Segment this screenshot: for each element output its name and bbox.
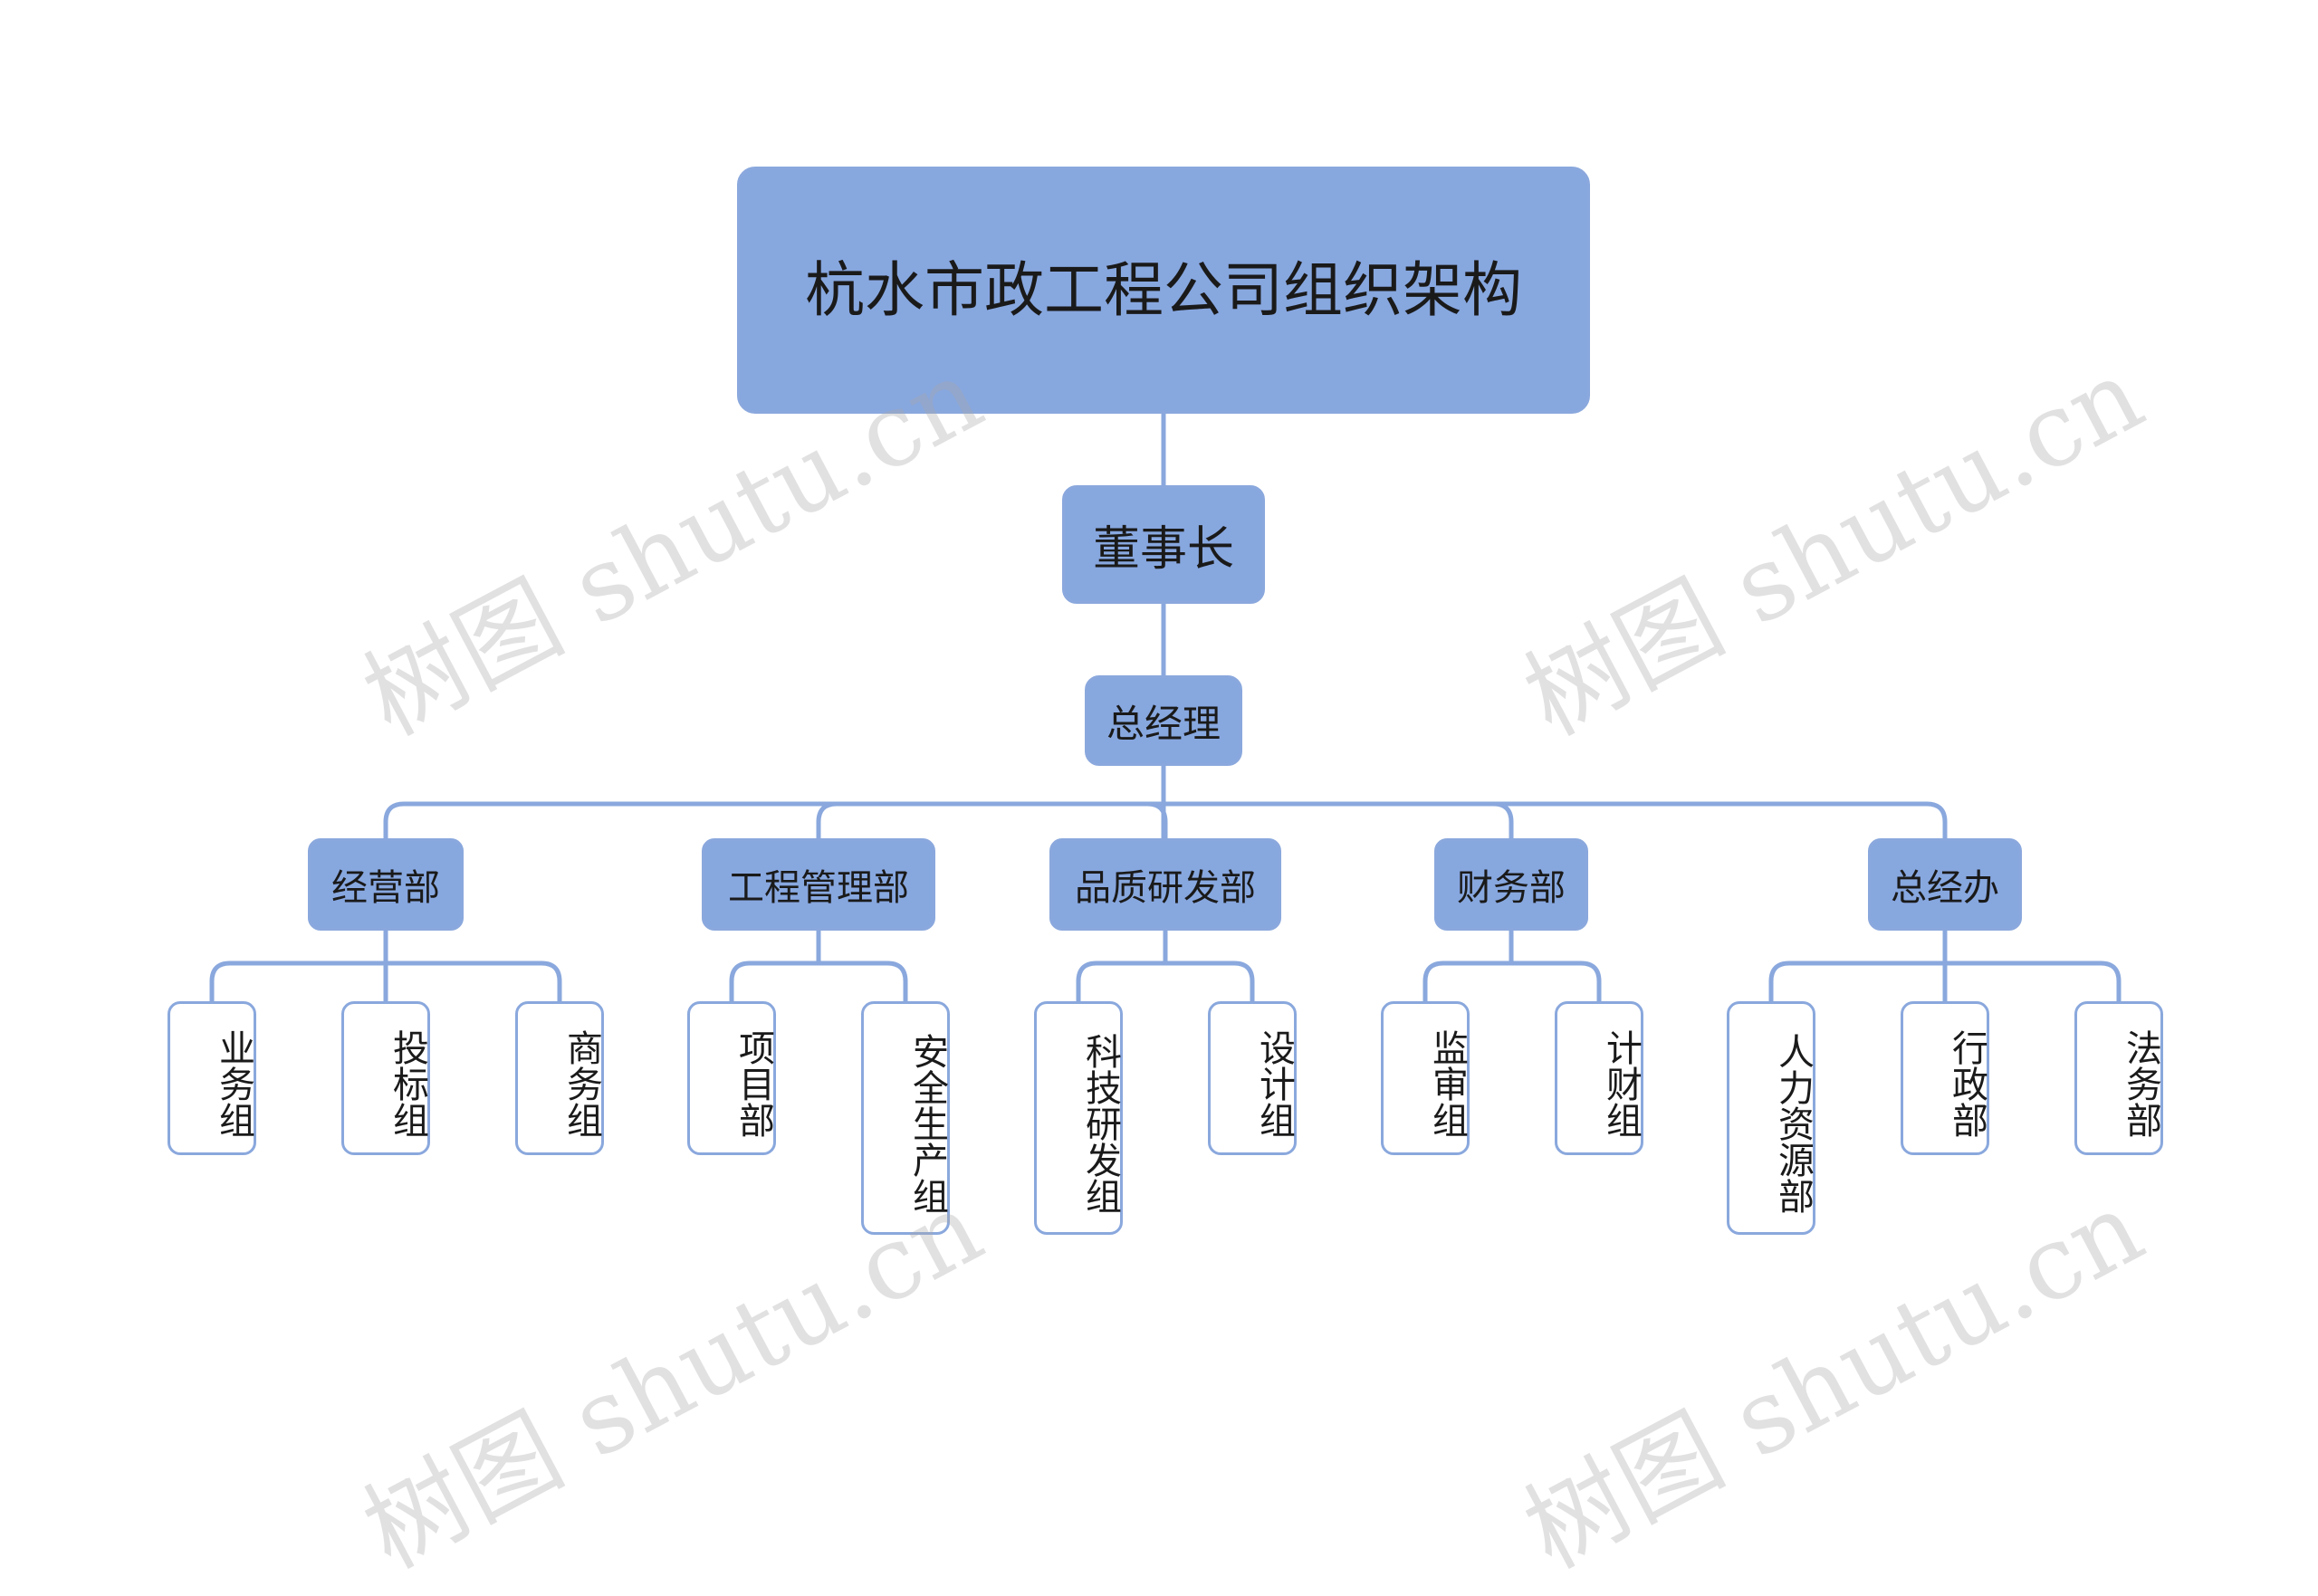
department-node[interactable]: 经营部 — [308, 838, 464, 931]
group-label: 设计组 — [1253, 1029, 1295, 1138]
group-node[interactable]: 项目部 — [687, 1001, 776, 1155]
group-label: 科技研发组 — [1079, 1033, 1121, 1214]
group-label: 计财组 — [1600, 1029, 1642, 1138]
connector-to-group — [1163, 960, 1255, 1004]
connector-to-group — [1076, 960, 1168, 1004]
department-node[interactable]: 工程管理部 — [702, 838, 935, 931]
group-label: 监审组 — [1426, 1029, 1468, 1138]
group-label: 业务组 — [213, 1029, 254, 1138]
group-label: 行政部 — [1946, 1029, 1988, 1138]
department-node[interactable]: 总经办 — [1868, 838, 2022, 931]
group-node[interactable]: 安全生产组 — [861, 1001, 950, 1235]
connector-to-group — [1768, 960, 1948, 1004]
general-manager-node[interactable]: 总经理 — [1085, 675, 1242, 766]
group-label: 人力资源部 — [1772, 1033, 1814, 1214]
connector-to-group — [209, 960, 388, 1004]
group-node[interactable]: 计财组 — [1555, 1001, 1643, 1155]
connector-to-group — [1942, 960, 2122, 1004]
group-label: 安全生产组 — [906, 1033, 948, 1214]
connector-to-group — [1422, 960, 1514, 1004]
group-node[interactable]: 人力资源部 — [1727, 1001, 1815, 1235]
group-label: 投标组 — [387, 1029, 428, 1138]
connector-to-group — [1509, 960, 1602, 1004]
connector-to-group — [383, 960, 562, 1004]
group-node[interactable]: 业务组 — [168, 1001, 256, 1155]
group-node[interactable]: 法务部 — [2074, 1001, 2163, 1155]
group-label: 项目部 — [733, 1029, 774, 1138]
group-node[interactable]: 行政部 — [1901, 1001, 1989, 1155]
department-node[interactable]: 财务部 — [1434, 838, 1588, 931]
connector-to-group — [816, 960, 908, 1004]
department-node[interactable]: 品质研发部 — [1049, 838, 1281, 931]
group-node[interactable]: 设计组 — [1208, 1001, 1297, 1155]
chairman-node[interactable]: 董事长 — [1062, 485, 1265, 604]
connector-to-group — [729, 960, 821, 1004]
connector-bus-department — [1161, 801, 1514, 841]
org-title[interactable]: 杭水市政工程公司组织架构 — [737, 167, 1590, 414]
group-node[interactable]: 科技研发组 — [1034, 1001, 1123, 1235]
connector-bus-department — [1161, 801, 1948, 841]
connector-bus-department — [1145, 801, 1168, 841]
group-node[interactable]: 监审组 — [1381, 1001, 1470, 1155]
group-label: 商务组 — [560, 1029, 602, 1138]
group-node[interactable]: 投标组 — [341, 1001, 430, 1155]
connector-bus-department — [816, 801, 1166, 841]
group-node[interactable]: 商务组 — [515, 1001, 604, 1155]
group-label: 法务部 — [2120, 1029, 2161, 1138]
connector-lines — [209, 411, 2122, 1004]
connector-bus-department — [383, 801, 1166, 841]
